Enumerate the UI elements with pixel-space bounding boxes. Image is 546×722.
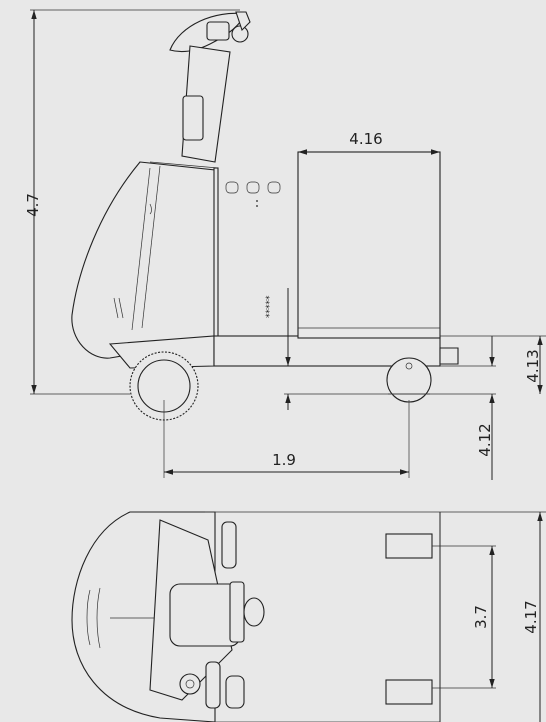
tiller-handle [149,11,251,169]
platform-length-dimension: 4.16 [298,130,440,155]
cargo-box: ***** [225,151,441,339]
overall-width-dimension: 4.17 [440,511,546,722]
top-tiller [149,519,265,709]
ground-clearance-dimension: 4.12 [284,288,496,480]
slot-spacing-label: 3.7 [472,605,490,629]
front-cowl [71,161,216,359]
wheelbase-dimension: 1.9 [163,400,410,478]
top-view: 3.7 4.17 [71,511,546,722]
connector-icons [225,181,281,207]
platform-marks: ***** [265,295,275,318]
wheelbase-label: 1.9 [272,451,296,469]
slots [385,533,433,705]
overall-width-label: 4.17 [522,600,540,633]
slot-spacing-dimension: 3.7 [432,545,496,689]
platform-height-label: 4.13 [524,349,542,382]
platform-height-dimension: 4.13 [440,335,546,394]
side-view: 4.7 [24,9,546,480]
ground-clearance-label: 4.12 [476,423,494,456]
overall-height-label: 4.7 [24,193,42,217]
chassis [108,167,459,421]
overall-height-dimension: 4.7 [24,9,240,395]
platform-length-label: 4.16 [349,130,382,148]
